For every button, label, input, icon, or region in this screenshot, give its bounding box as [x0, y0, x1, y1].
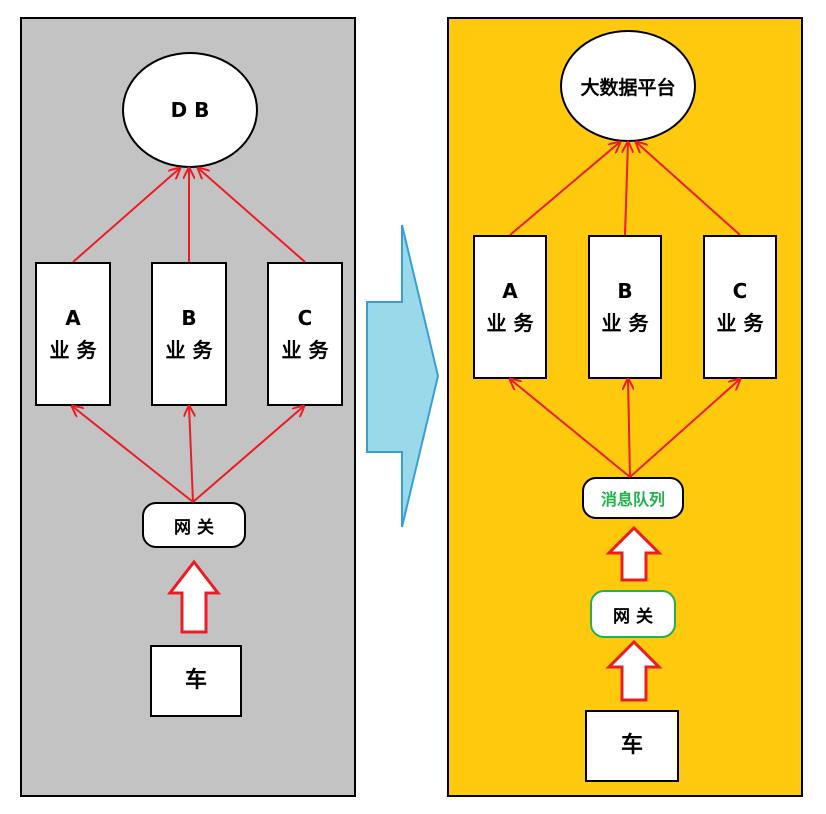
arrow-gateway-to-service-a: [72, 406, 194, 503]
service-label: 业 务: [601, 311, 649, 335]
arrow-queue-to-service-a: [510, 379, 631, 478]
service-label: 业 务: [281, 338, 329, 362]
left-service-a: A 业 务: [35, 262, 111, 406]
arrow-gateway-to-service-c: [192, 406, 304, 503]
gateway-label: 网 关: [174, 517, 214, 538]
big-data-platform-node: 大数据平台: [560, 30, 696, 142]
service-letter: A: [65, 306, 81, 330]
arrow-service-c-to-db: [198, 168, 306, 263]
right-service-c: C 业 务: [703, 235, 777, 379]
service-letter: B: [617, 279, 633, 303]
arrow-gateway-to-service-b: [189, 406, 193, 503]
gateway-label: 网 关: [613, 606, 653, 627]
car-label: 车: [620, 733, 643, 758]
service-letter: A: [502, 279, 518, 303]
right-gateway-node: 网 关: [590, 590, 676, 638]
block-arrow-gateway-to-queue: [605, 525, 663, 582]
arrow-service-c-to-platform: [636, 142, 741, 236]
db-label: D B: [170, 98, 210, 122]
car-label: 车: [184, 668, 207, 693]
queue-label: 消息队列: [600, 490, 665, 509]
arrow-service-a-to-db: [72, 168, 180, 263]
service-letter: C: [297, 306, 313, 330]
transition-arrow-icon: [366, 224, 440, 528]
arrow-service-b-to-platform: [625, 142, 628, 236]
left-gateway-node: 网 关: [142, 502, 246, 548]
left-car-node: 车: [150, 645, 242, 717]
left-service-c: C 业 务: [267, 262, 343, 406]
right-service-b: B 业 务: [588, 235, 662, 379]
service-letter: C: [732, 279, 748, 303]
arrow-queue-to-service-c: [629, 379, 740, 478]
block-arrow-car-to-gateway-left: [166, 559, 222, 634]
service-letter: B: [181, 306, 197, 330]
service-label: 业 务: [49, 338, 97, 362]
service-label: 业 务: [716, 311, 764, 335]
arrow-queue-to-service-b: [628, 379, 630, 478]
block-arrow-car-to-gateway-right: [605, 639, 663, 702]
service-label: 业 务: [165, 338, 213, 362]
message-queue-node: 消息队列: [582, 477, 684, 519]
service-label: 业 务: [486, 311, 534, 335]
arrow-service-a-to-platform: [509, 142, 620, 236]
db-node: D B: [122, 52, 258, 168]
platform-label: 大数据平台: [580, 76, 676, 99]
right-car-node: 车: [585, 710, 679, 782]
